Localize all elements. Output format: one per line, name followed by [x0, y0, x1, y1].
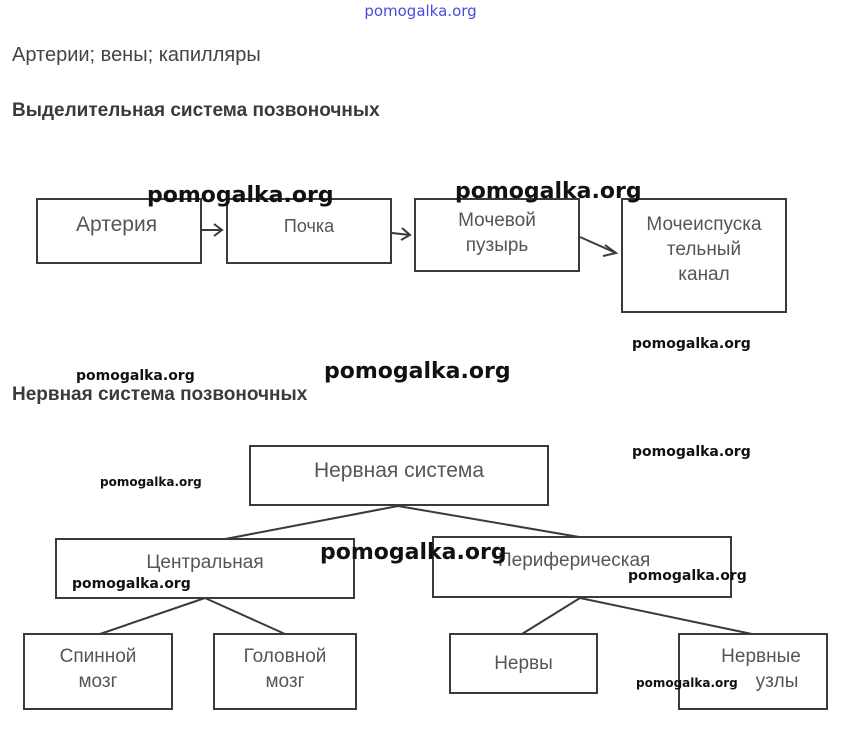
line-central-brain	[204, 597, 286, 635]
watermark-overlay: pomogalka.org	[72, 576, 191, 592]
arrow-bladder-urethra	[579, 236, 617, 254]
line-peripheral-ganglia	[579, 597, 753, 635]
watermark-overlay: pomogalka.org	[324, 359, 511, 384]
line-central-spinal	[99, 597, 206, 635]
line-peripheral-nerves	[521, 597, 581, 635]
node-spinal-cord: Спинной мозг	[23, 633, 173, 710]
arrowhead-kidney-bladder	[400, 227, 412, 241]
line-root-central	[219, 505, 399, 541]
watermark-overlay: pomogalka.org	[147, 183, 334, 208]
watermark-overlay: pomogalka.org	[100, 475, 202, 489]
watermark-overlay: pomogalka.org	[320, 540, 507, 565]
arrowhead-bladder-urethra	[602, 244, 619, 257]
watermark-overlay: pomogalka.org	[628, 568, 747, 584]
node-artery: Артерия	[36, 198, 202, 264]
node-bladder: Мочевой пузырь	[414, 198, 580, 272]
node-peripheral: Периферическая	[432, 536, 732, 598]
watermark-overlay: pomogalka.org	[636, 676, 738, 690]
top-watermark: pomogalka.org	[364, 2, 477, 20]
node-kidney: Почка	[226, 198, 392, 264]
node-nervous-system: Нервная система	[249, 445, 549, 506]
node-urethra: Мочеиспуска тельный канал	[621, 198, 787, 313]
watermark-overlay: pomogalka.org	[76, 368, 195, 384]
excretory-heading: Выделительная система позвоночных	[12, 100, 380, 121]
node-ganglia: Нервные узлы	[678, 633, 828, 710]
line-root-peripheral	[397, 505, 586, 539]
node-central: Центральная	[55, 538, 355, 599]
arrow-kidney-bladder	[391, 232, 411, 236]
arrowhead-artery-kidney	[213, 223, 224, 237]
watermark-overlay: pomogalka.org	[632, 444, 751, 460]
intro-line: Артерии; вены; капилляры	[12, 44, 261, 66]
node-nerves: Нервы	[449, 633, 598, 694]
watermark-overlay: pomogalka.org	[455, 179, 642, 204]
node-brain: Головной мозг	[213, 633, 357, 710]
watermark-overlay: pomogalka.org	[632, 336, 751, 352]
nervous-heading: Нервная система позвоночных	[12, 384, 308, 405]
